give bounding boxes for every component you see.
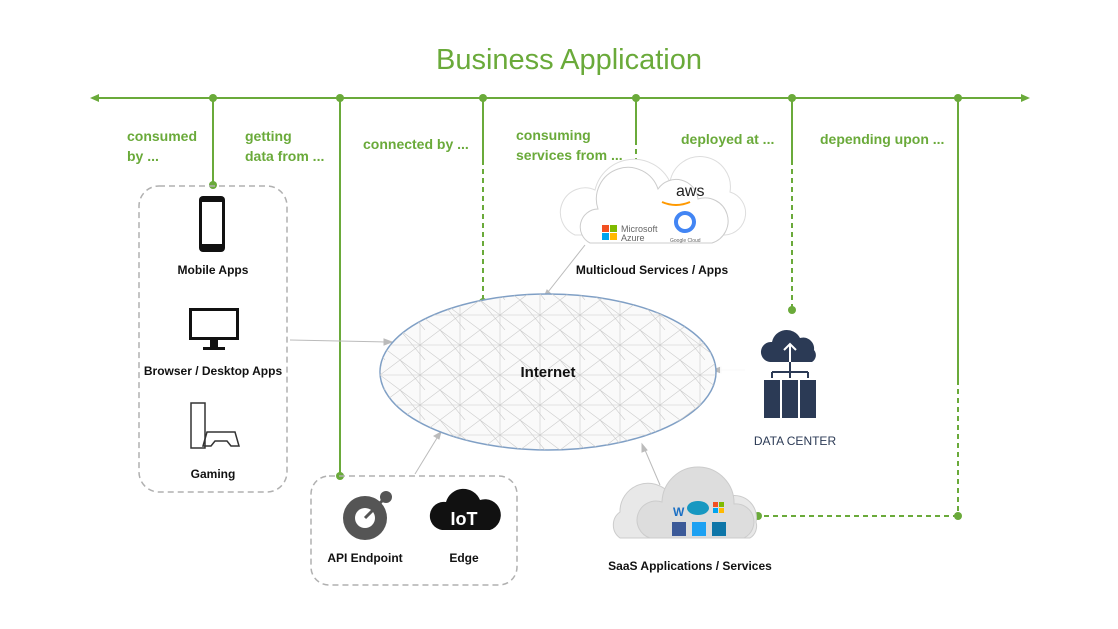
- datacenter-label: DATA CENTER: [753, 434, 837, 448]
- saas-label: SaaS Applications / Services: [608, 559, 772, 573]
- multicloud-cloud: aws Microsoft Azure Google Cloud: [559, 156, 747, 244]
- svg-text:Microsoft: Microsoft: [621, 224, 658, 234]
- relation-connected-by: connected by ...: [363, 136, 469, 152]
- mobile-phone-icon: [199, 196, 225, 252]
- api-endpoint-label: API Endpoint: [327, 551, 403, 565]
- datacenter-icon: [720, 315, 840, 450]
- relation-deployed-at: deployed at ...: [681, 131, 775, 147]
- desktop-monitor-icon: [189, 308, 239, 350]
- svg-text:IoT: IoT: [451, 509, 478, 529]
- svg-text:Azure: Azure: [621, 233, 645, 243]
- clients-box: [138, 185, 288, 493]
- multicloud-label: Multicloud Services / Apps: [575, 263, 729, 277]
- gaming-console-icon: [190, 402, 240, 449]
- svg-text:aws: aws: [676, 183, 704, 200]
- relation-depending-upon: depending upon ...: [820, 131, 945, 147]
- gaming-label: Gaming: [190, 467, 236, 481]
- timeline: [90, 94, 1030, 520]
- edge-box: [310, 475, 518, 586]
- desktop-apps-label: Browser / Desktop Apps: [143, 364, 283, 378]
- edge-label: Edge: [449, 551, 479, 565]
- diagram-title: Business Application: [436, 44, 702, 76]
- iot-cloud-icon: IoT: [429, 488, 501, 530]
- svg-text:Google Cloud: Google Cloud: [670, 238, 701, 244]
- saas-cloud: W: [612, 466, 758, 539]
- api-endpoint-icon: [343, 491, 392, 540]
- internet-label: Internet: [520, 364, 576, 381]
- svg-text:W: W: [673, 505, 685, 519]
- internet-cloud: [379, 293, 717, 451]
- mobile-apps-label: Mobile Apps: [177, 263, 249, 277]
